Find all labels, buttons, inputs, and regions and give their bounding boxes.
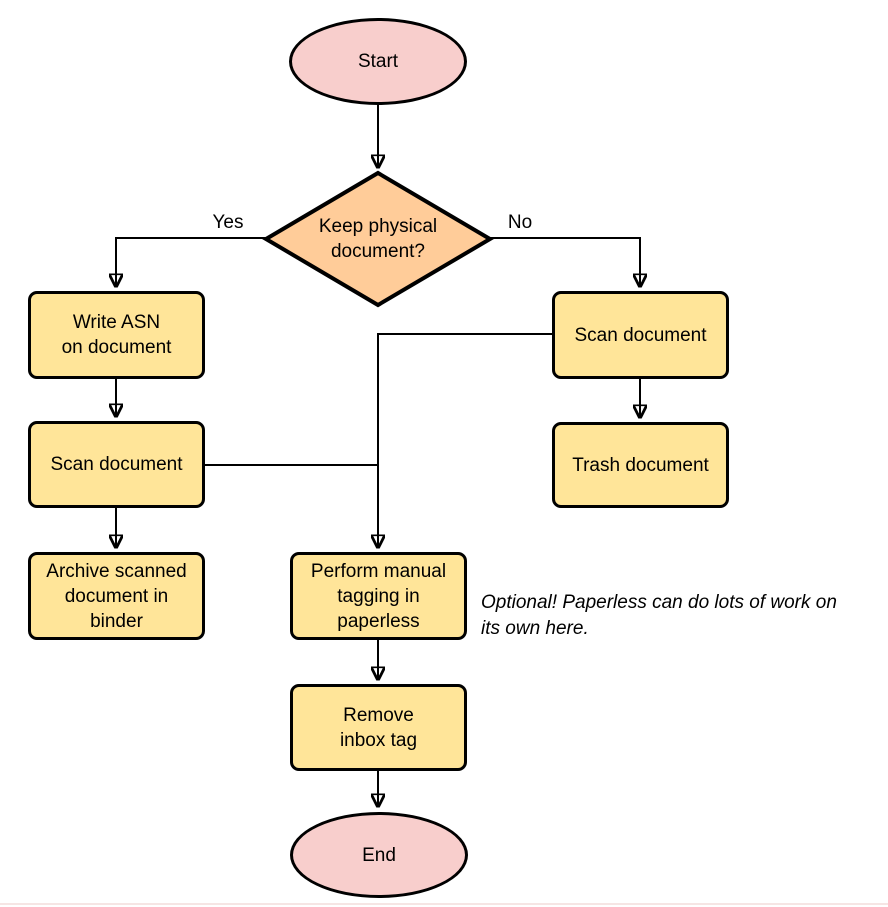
node-archive: Archive scanned document in binder bbox=[28, 552, 205, 640]
node-write-asn: Write ASN on document bbox=[28, 291, 205, 379]
edge-label-no: No bbox=[507, 212, 533, 233]
node-trash-document: Trash document bbox=[552, 422, 729, 508]
bottom-edge-line bbox=[0, 903, 888, 905]
node-scan-document-right: Scan document bbox=[552, 291, 729, 379]
node-end: End bbox=[290, 812, 468, 898]
node-archive-label: Archive scanned document in binder bbox=[46, 560, 187, 632]
edge-decision-to-scan-right bbox=[489, 237, 640, 287]
annotation-optional: Optional! Paperless can do lots of work … bbox=[481, 592, 837, 639]
node-decision-label: Keep physical document? bbox=[318, 216, 438, 262]
node-start-label: Start bbox=[357, 51, 399, 72]
edge-label-yes: Yes bbox=[212, 212, 244, 233]
node-scan-document-left-label: Scan document bbox=[50, 454, 183, 475]
node-remove-inbox-tag: Remove inbox tag bbox=[290, 684, 467, 771]
node-trash-document-label: Trash document bbox=[572, 454, 709, 476]
node-start: Start bbox=[289, 18, 467, 105]
node-remove-inbox-tag-label: Remove inbox tag bbox=[339, 704, 418, 751]
node-manual-tagging: Perform manual tagging in paperless bbox=[290, 552, 467, 640]
node-decision: Keep physical document? bbox=[288, 200, 468, 278]
edge-scan-right-to-tagging bbox=[378, 333, 552, 548]
edge-decision-to-write-asn bbox=[116, 237, 266, 287]
node-scan-document-left: Scan document bbox=[28, 421, 205, 508]
node-scan-document-right-label: Scan document bbox=[574, 324, 707, 346]
node-manual-tagging-label: Perform manual tagging in paperless bbox=[310, 560, 447, 632]
node-write-asn-label: Write ASN on document bbox=[61, 312, 172, 358]
node-end-label: End bbox=[362, 844, 396, 866]
